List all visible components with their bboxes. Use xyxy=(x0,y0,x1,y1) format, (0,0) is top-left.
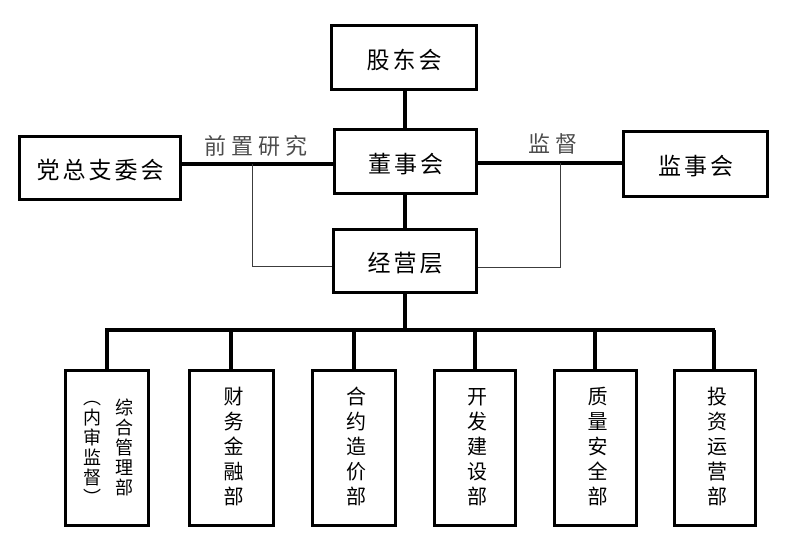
connector-board-management xyxy=(403,194,407,230)
branch-horizontal-line xyxy=(105,328,715,332)
node-dept-quality-safety-label: 质量安全部 xyxy=(584,385,606,511)
node-board-label: 董事会 xyxy=(368,150,446,177)
thin-connector-party-vertical xyxy=(252,164,253,267)
node-dept-development: 开发建设部 xyxy=(433,369,517,527)
node-dept-quality-safety: 质量安全部 xyxy=(553,369,638,527)
connector-shareholders-board xyxy=(403,90,407,130)
node-management: 经营层 xyxy=(332,228,478,294)
node-dept-contract-cost-label: 合约造价部 xyxy=(342,385,365,511)
drop-line-dept-4 xyxy=(473,330,477,370)
node-dept-finance-label: 财务金融部 xyxy=(220,385,242,511)
connector-board-supervisory xyxy=(477,161,623,165)
node-shareholders: 股东会 xyxy=(330,24,478,91)
node-shareholders-label: 股东会 xyxy=(366,46,445,73)
node-dept-development-label: 开发建设部 xyxy=(463,385,486,511)
node-board: 董事会 xyxy=(333,128,478,195)
node-supervisory-board: 监事会 xyxy=(622,130,769,198)
node-party-committee-label: 党总支委会 xyxy=(36,157,167,183)
node-dept-finance: 财务金融部 xyxy=(188,369,275,527)
node-dept-general-admin: （内审监督） 综合管理部 xyxy=(64,369,150,527)
edge-label-supervision: 监督 xyxy=(527,132,582,157)
edge-label-pre-research: 前置研究 xyxy=(203,134,312,159)
node-dept-investment-ops: 投资运营部 xyxy=(673,369,757,527)
thin-connector-supervisory-vertical xyxy=(560,163,561,268)
node-dept-general-admin-label: 综合管理部 xyxy=(113,398,133,498)
connector-party-board xyxy=(181,162,334,166)
thin-connector-party-management xyxy=(252,266,333,267)
node-management-label: 经营层 xyxy=(367,250,446,276)
drop-line-dept-3 xyxy=(352,330,356,370)
connector-management-branch xyxy=(403,293,407,330)
drop-line-dept-5 xyxy=(593,330,597,370)
drop-line-dept-6 xyxy=(712,330,716,370)
drop-line-dept-1 xyxy=(105,330,109,370)
node-dept-general-admin-sublabel: （内审监督） xyxy=(81,388,101,508)
node-dept-contract-cost: 合约造价部 xyxy=(311,369,397,527)
thin-connector-supervisory-management xyxy=(478,267,561,268)
node-party-committee: 党总支委会 xyxy=(18,135,182,201)
node-dept-investment-ops-label: 投资运营部 xyxy=(703,385,726,511)
drop-line-dept-2 xyxy=(229,330,233,370)
node-supervisory-board-label: 监事会 xyxy=(658,153,736,179)
